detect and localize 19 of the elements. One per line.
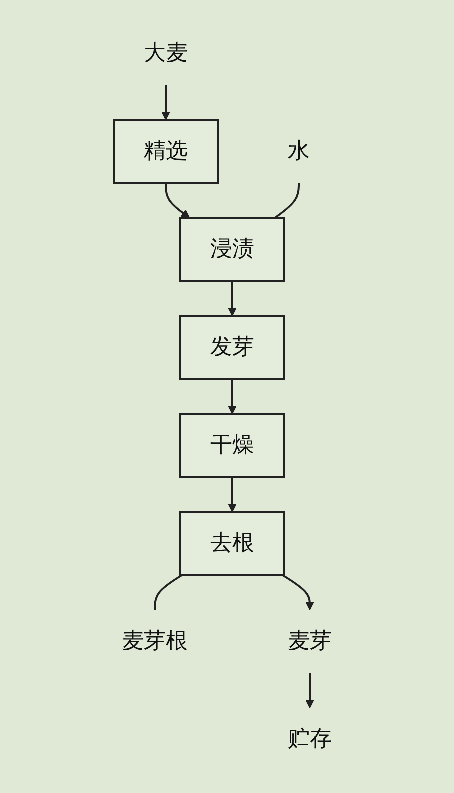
arrow: [228, 281, 237, 316]
arrow: [282, 574, 314, 610]
node-text: 麦芽: [288, 629, 332, 654]
node-text: 水: [288, 139, 310, 164]
node-text: 大麦: [144, 41, 188, 66]
arrow: [162, 85, 170, 120]
node-box: 去根: [180, 511, 286, 576]
node-box: 发芽: [180, 315, 286, 380]
node-box: 精选: [113, 119, 219, 184]
arrow: [228, 379, 237, 414]
connector: [154, 574, 184, 610]
arrow: [165, 183, 190, 218]
node-box: 浸渍: [180, 217, 286, 282]
node-text: 贮存: [288, 727, 332, 752]
arrow: [228, 477, 237, 512]
arrow: [306, 673, 314, 708]
node-box: 干燥: [180, 413, 286, 478]
connector: [274, 183, 300, 219]
node-text: 麦芽根: [122, 629, 188, 654]
